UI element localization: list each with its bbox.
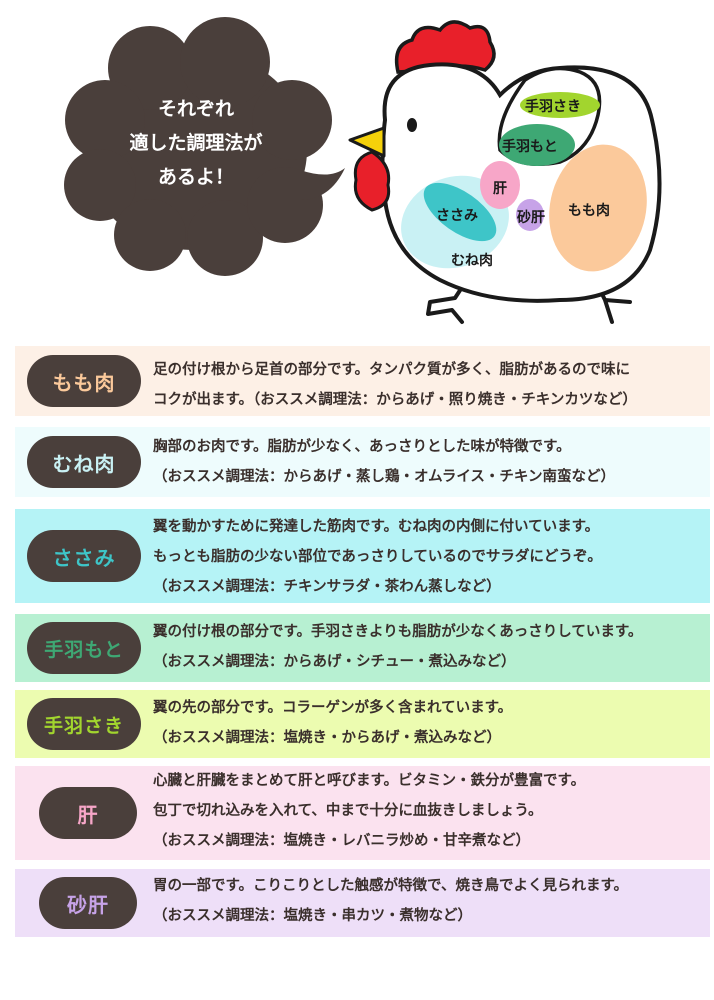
description-line: （おススメ調理法：塩焼き・からあげ・煮込みなど）	[153, 730, 501, 746]
part-badge-teba-moto: 手羽もと	[27, 622, 141, 674]
speech-bubble-text: それぞれ 適した調理法が あるよ！	[96, 92, 296, 194]
description-line: もっとも脂肪の少ない部位であっさりしているのでサラダにどうぞ。	[153, 549, 602, 565]
description-line: 翼の先の部分です。コラーゲンが多く含まれています。	[153, 700, 513, 716]
part-description: 胃の一部です。こりこりとした触感が特徴で、焼き鳥でよく見られます。 （おススメ調…	[153, 871, 704, 931]
part-badge-sunagimo: 砂肝	[39, 877, 137, 929]
part-row-teba-moto: 手羽もと 翼の付け根の部分です。手羽さきよりも脂肪が少なくあっさりしています。 …	[15, 614, 710, 682]
part-description: 足の付け根から足首の部分です。タンパク質が多く、脂肪があるので味に コクが出ます…	[153, 355, 704, 415]
speech-line: あるよ！	[157, 166, 234, 188]
speech-bubble	[64, 17, 345, 276]
hero-illustration: それぞれ 適した調理法が あるよ！ 手羽さき 手羽もと 肝 ささみ 砂肝 もも肉…	[0, 0, 714, 330]
part-badge-kimo: 肝	[39, 787, 137, 839]
label-sunagimo: 砂肝	[517, 210, 545, 226]
speech-line: それぞれ	[157, 98, 234, 120]
description-line: （おススメ調理法：塩焼き・串カツ・煮物など）	[153, 908, 472, 924]
description-line: 胃の一部です。こりこりとした触感が特徴で、焼き鳥でよく見られます。	[153, 878, 629, 894]
description-line: 足の付け根から足首の部分です。タンパク質が多く、脂肪があるので味に	[153, 362, 631, 378]
part-badge-sasami: ささみ	[27, 530, 141, 582]
chicken-diagram	[64, 17, 662, 324]
label-teba-saki: 手羽さき	[525, 99, 581, 115]
description-line: （おススメ調理法：からあげ・蒸し鶏・オムライス・チキン南蛮など）	[153, 469, 615, 485]
speech-line: 適した調理法が	[129, 132, 263, 154]
part-sasami-area	[423, 182, 497, 242]
label-teba-moto: 手羽もと	[502, 139, 558, 155]
label-mune: むね肉	[451, 253, 493, 269]
part-badge-momo: もも肉	[27, 355, 141, 407]
part-description: 心臓と肝臓をまとめて肝と呼びます。ビタミン・鉄分が豊富です。 包丁で切れ込みを入…	[153, 766, 704, 856]
part-row-sunagimo: 砂肝 胃の一部です。こりこりとした触感が特徴で、焼き鳥でよく見られます。 （おス…	[15, 869, 710, 937]
description-line: （おススメ調理法：からあげ・シチュー・煮込みなど）	[153, 654, 516, 670]
description-line: 翼の付け根の部分です。手羽さきよりも脂肪が少なくあっさりしています。	[153, 624, 643, 640]
part-momo-area	[549, 144, 647, 272]
part-row-momo: もも肉 足の付け根から足首の部分です。タンパク質が多く、脂肪があるので味に コク…	[15, 346, 710, 416]
chicken-beak-icon	[348, 126, 386, 158]
description-line: 翼を動かすために発達した筋肉です。むね肉の内側に付いています。	[153, 519, 600, 535]
description-line: コクが出ます。（おススメ調理法：からあげ・照り焼き・チキンカツなど）	[153, 392, 637, 408]
part-row-teba-saki: 手羽さき 翼の先の部分です。コラーゲンが多く含まれています。 （おススメ調理法：…	[15, 690, 710, 758]
part-kimo-area	[480, 161, 520, 209]
description-line: 心臓と肝臓をまとめて肝と呼びます。ビタミン・鉄分が豊富です。	[153, 773, 586, 789]
chicken-comb-icon	[394, 20, 496, 74]
description-line: （おススメ調理法：塩焼き・レバニラ炒め・甘辛煮など）	[153, 833, 530, 849]
part-sunagimo-area	[516, 199, 544, 231]
part-tebamoto-area	[499, 124, 575, 166]
part-row-kimo: 肝 心臓と肝臓をまとめて肝と呼びます。ビタミン・鉄分が豊富です。 包丁で切れ込み…	[15, 766, 710, 860]
label-momo: もも肉	[568, 203, 610, 219]
part-description: 翼の付け根の部分です。手羽さきよりも脂肪が少なくあっさりしています。 （おススメ…	[153, 617, 704, 677]
part-tebasaki-area	[520, 92, 600, 118]
part-row-mune: むね肉 胸部のお肉です。脂肪が少なく、あっさりとした味が特徴です。 （おススメ調…	[15, 427, 710, 497]
label-sasami: ささみ	[436, 208, 478, 224]
part-description: 胸部のお肉です。脂肪が少なく、あっさりとした味が特徴です。 （おススメ調理法：か…	[153, 432, 704, 492]
description-line: 包丁で切れ込みを入れて、中まで十分に血抜きしましょう。	[153, 803, 543, 819]
label-kimo: 肝	[493, 181, 507, 197]
description-line: 胸部のお肉です。脂肪が少なく、あっさりとした味が特徴です。	[153, 439, 571, 455]
part-badge-teba-saki: 手羽さき	[27, 698, 141, 750]
chicken-eye-icon	[407, 118, 417, 132]
chicken-wattle-icon	[353, 150, 391, 212]
part-description: 翼を動かすために発達した筋肉です。むね肉の内側に付いています。 もっとも脂肪の少…	[153, 512, 704, 602]
part-description: 翼の先の部分です。コラーゲンが多く含まれています。 （おススメ調理法：塩焼き・か…	[153, 693, 704, 753]
part-badge-mune: むね肉	[27, 436, 141, 488]
description-line: （おススメ調理法：チキンサラダ・茶わん蒸しなど）	[153, 579, 501, 595]
part-row-sasami: ささみ 翼を動かすために発達した筋肉です。むね肉の内側に付いています。 もっとも…	[15, 509, 710, 603]
